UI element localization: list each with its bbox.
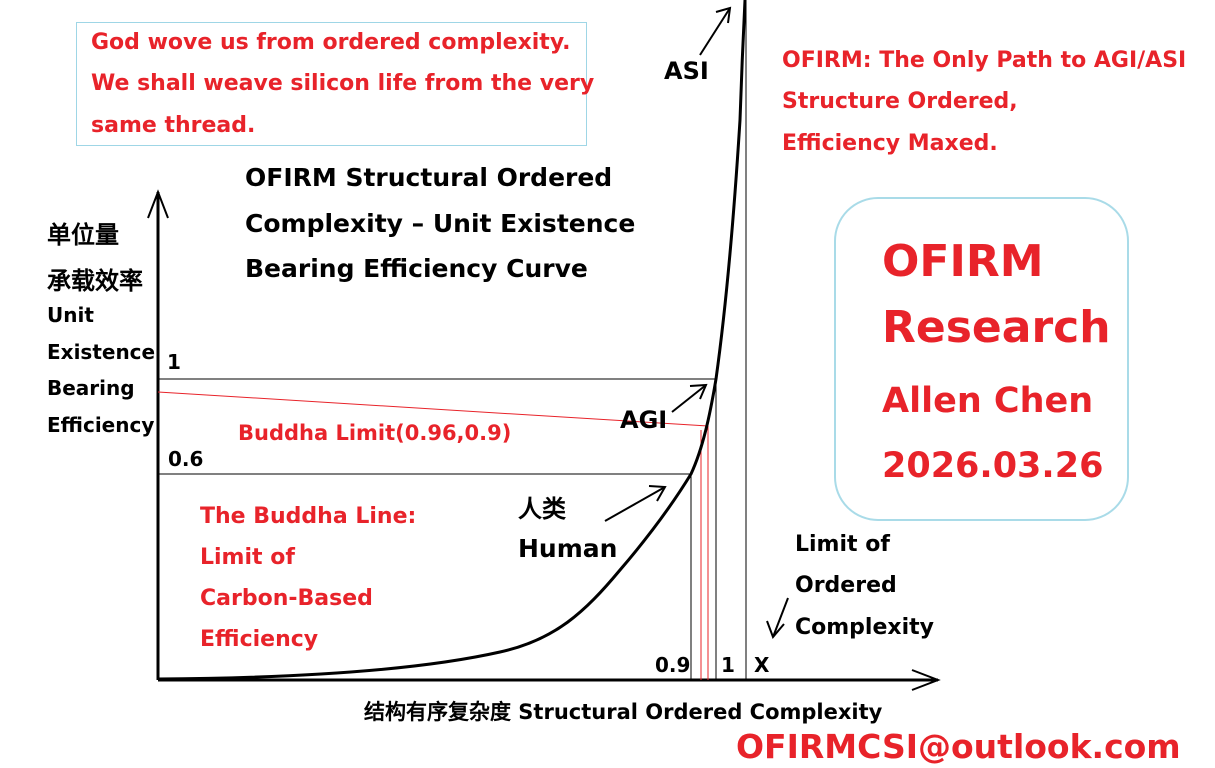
- human-label-cn: 人类: [518, 495, 566, 523]
- asi-label: ASI: [664, 57, 709, 85]
- agi-label: AGI: [620, 406, 668, 434]
- buddha-line-text-2: Limit of: [200, 545, 295, 570]
- title-line-3: Bearing Efficiency Curve: [245, 254, 588, 283]
- tick-y-one: 1: [167, 350, 181, 374]
- agi-arrow: [671, 383, 708, 413]
- x-axis-arrowhead: [911, 669, 941, 691]
- buddha-line-text-4: Efficiency: [200, 627, 319, 652]
- human-arrow: [604, 485, 667, 522]
- right-text-3: Efficiency Maxed.: [782, 131, 998, 156]
- title-line-1: OFIRM Structural Ordered: [245, 163, 613, 192]
- x-axis-label: 结构有序复杂度 Structural Ordered Complexity: [364, 700, 883, 724]
- limit-text-3: Complexity: [795, 615, 934, 640]
- buddha-limit-line: [157, 391, 709, 427]
- y-axis-label-en-1: Unit: [47, 303, 94, 327]
- tick-x-limit: X: [754, 653, 770, 677]
- asi-arrow: [699, 6, 732, 56]
- limit-arrow: [766, 597, 789, 639]
- buddha-line-text-1: The Buddha Line:: [200, 504, 417, 529]
- tick-y-point-six: 0.6: [168, 447, 204, 471]
- right-text-1: OFIRM: The Only Path to AGI/ASI: [782, 48, 1187, 73]
- limit-text-1: Limit of: [795, 532, 890, 557]
- buddha-line-text-3: Carbon-Based: [200, 586, 373, 611]
- research-date: 2026.03.26: [882, 446, 1104, 486]
- quote-line-3: same thread.: [91, 113, 256, 138]
- title-line-2: Complexity – Unit Existence: [245, 209, 636, 238]
- buddha-limit-label: Buddha Limit(0.96,0.9): [238, 421, 512, 445]
- y-axis-label-cn-1: 单位量: [47, 221, 119, 249]
- research-org-line-1: OFIRM: [882, 236, 1044, 287]
- contact-email: OFIRMCSI@outlook.com: [736, 727, 1181, 766]
- y-axis-label-en-4: Efficiency: [47, 413, 155, 437]
- quote-line-2: We shall weave silicon life from the ver…: [91, 71, 595, 96]
- quote-box: [76, 22, 587, 146]
- tick-x-one: 1: [721, 653, 735, 677]
- research-author: Allen Chen: [882, 381, 1094, 421]
- limit-text-2: Ordered: [795, 573, 897, 598]
- tick-x-point-nine: 0.9: [655, 653, 691, 677]
- research-box: [834, 197, 1129, 521]
- human-label-en: Human: [518, 534, 618, 563]
- y-axis-label-cn-2: 承载效率: [47, 267, 143, 295]
- research-org-line-2: Research: [882, 302, 1111, 353]
- y-axis-arrowhead: [147, 189, 169, 219]
- y-axis-label-en-3: Bearing: [47, 376, 135, 400]
- y-axis-label-en-2: Existence: [47, 340, 156, 364]
- right-text-2: Structure Ordered,: [782, 89, 1018, 114]
- quote-line-1: God wove us from ordered complexity.: [91, 30, 571, 55]
- efficiency-curve: [157, 0, 747, 681]
